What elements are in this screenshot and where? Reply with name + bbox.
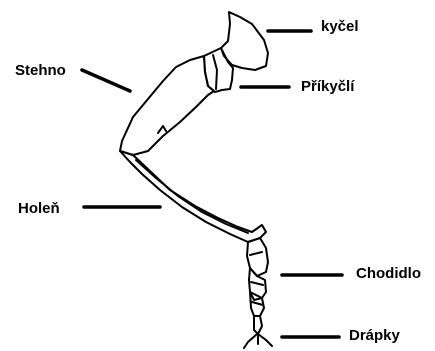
label-holen: Holeň	[18, 201, 60, 216]
femur-segment	[120, 56, 214, 155]
label-drapky: Drápky	[349, 328, 400, 343]
label-kycel: kyčel	[321, 19, 359, 34]
trochanter-joint	[213, 55, 217, 89]
label-prikycli: Příkyčlí	[301, 79, 354, 94]
femur-crack	[158, 126, 166, 133]
claws	[244, 334, 272, 348]
label-stehno: Stehno	[15, 63, 66, 78]
label-chodidlo: Chodidlo	[356, 266, 421, 281]
tibia-inner-line	[136, 160, 248, 233]
leader-line-stehno	[82, 70, 130, 91]
claw-segment	[254, 316, 262, 334]
